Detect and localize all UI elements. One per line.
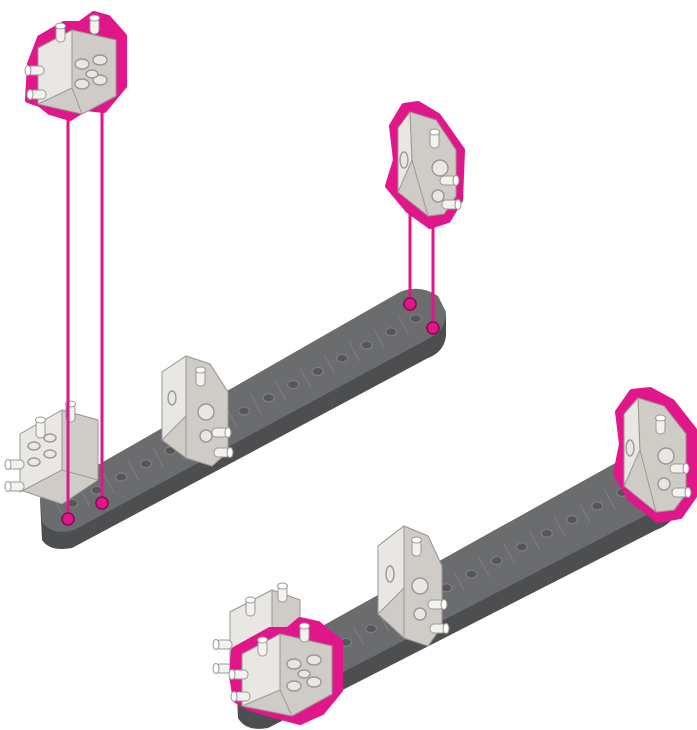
floating-angle-connector <box>388 104 462 226</box>
beam-hole <box>466 570 477 578</box>
beam-hole <box>441 584 452 592</box>
beam-hole <box>312 367 323 375</box>
beam-hole <box>516 543 527 551</box>
beam-hole <box>366 625 377 633</box>
beam-hole <box>239 407 250 415</box>
beam-hole <box>288 381 299 389</box>
beam-hole <box>541 529 552 537</box>
beam-hole <box>263 394 274 402</box>
beam-hole <box>386 328 397 336</box>
beam-hole <box>491 557 502 565</box>
beam-hole <box>567 516 578 524</box>
floating-corner-connector <box>25 14 124 118</box>
beam-hole <box>116 473 127 481</box>
beam-hole <box>337 354 348 362</box>
beam-hole <box>361 341 372 349</box>
beam-hole <box>592 502 603 510</box>
upper-assembly <box>5 14 462 549</box>
lower-assembly <box>213 390 694 729</box>
beam-hole <box>410 315 421 323</box>
beam-hole <box>140 460 151 468</box>
installed-corner-block <box>5 401 98 504</box>
